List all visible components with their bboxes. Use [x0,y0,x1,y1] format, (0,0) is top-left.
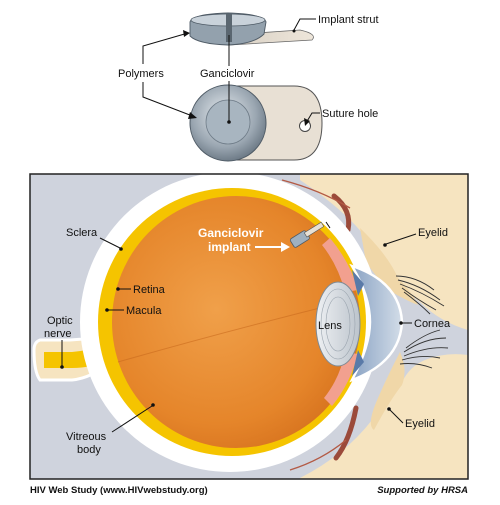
label-vitreous-2: body [77,444,101,456]
label-ganciclovir-top: Ganciclovir [200,68,255,80]
lower-eyelashes [399,329,449,369]
implant-front-view [189,84,323,162]
label-vitreous-1: Vitreous [66,431,107,443]
footer-left: HIV Web Study (www.HIVwebstudy.org) [30,485,208,496]
label-eyelid-top: Eyelid [418,227,448,239]
section-frame [29,173,469,480]
label-implant-1: Ganciclovir [198,226,264,240]
ciliary-bottom [324,352,358,406]
label-optic-nerve-2: nerve [44,328,72,340]
muscle-upper [331,193,352,233]
iris-top [352,270,364,296]
lower-eyelid-tissue [300,354,468,479]
label-optic-nerve-1: Optic [47,315,73,327]
drug-core-side [226,14,232,42]
tissue-line-bottom [289,439,347,471]
implant-side-view [189,12,314,46]
lower-lid-edge [370,352,405,430]
label-cornea: Cornea [414,318,451,330]
label-eyelid-bottom: Eyelid [405,418,435,430]
cornea [349,263,404,383]
label-lens: Lens [318,320,342,332]
lens-ring-2 [325,296,351,352]
tissue-line-top [281,179,351,209]
label-implant-2: implant [208,240,251,254]
vitreous-body [112,196,360,448]
footer-right: Supported by HRSA [377,485,468,496]
label-sclera: Sclera [66,227,98,239]
iris-bottom [352,350,364,376]
lens-ring-1 [320,288,356,360]
muscle-lower [333,405,359,461]
ganciclovir-implant-in-eye [289,221,325,248]
label-suture-hole: Suture hole [322,108,378,120]
label-implant-strut: Implant strut [318,14,379,26]
label-retina: Retina [133,284,166,296]
eye-cross-section [30,174,468,479]
ciliary-top [322,238,358,292]
upper-eyelashes [395,275,445,315]
label-macula: Macula [126,305,162,317]
lens [315,281,361,367]
label-polymers: Polymers [118,68,164,80]
